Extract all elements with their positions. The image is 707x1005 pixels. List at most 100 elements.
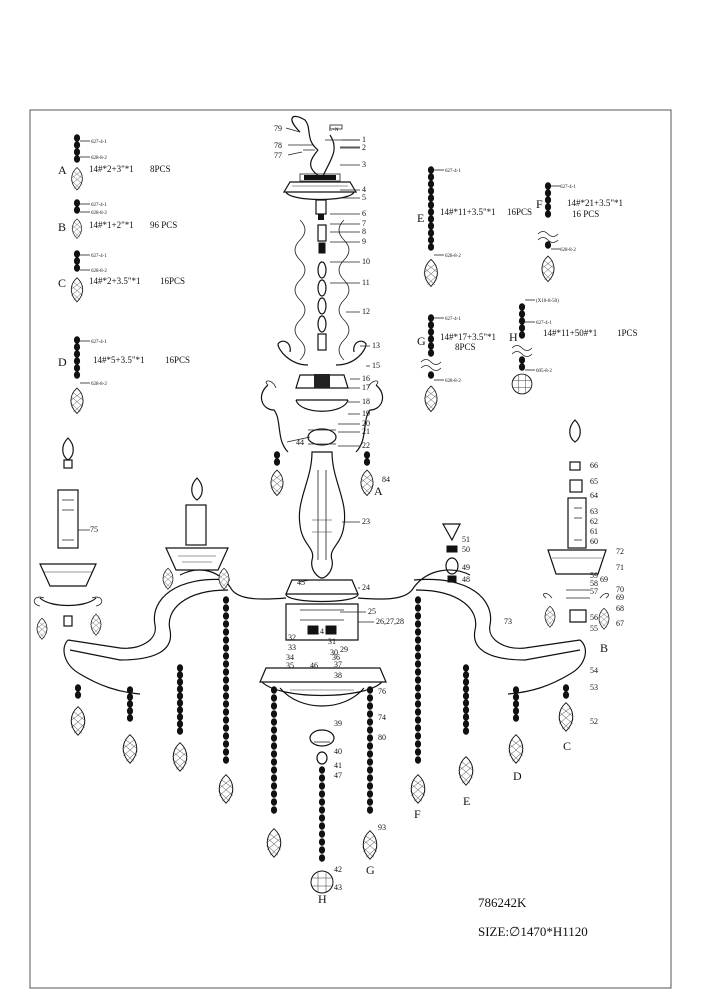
part-label-16: 16 xyxy=(362,374,370,383)
legend-c-qty: 16PCS xyxy=(160,276,185,286)
part-label-3: 3 xyxy=(362,160,366,169)
part-label-49: 49 xyxy=(462,563,470,572)
legend-g: 627-4-1 628-8-2 G 14#*17+3.5"*1 8PCS xyxy=(417,314,496,413)
legend-d-qty: 16PCS xyxy=(165,355,190,365)
part-label-18: 18 xyxy=(362,397,370,406)
part-label-80: 46 xyxy=(310,661,318,670)
legend-h: (X10-8-50) 627-4-1 605-8-2 H 14#*11+50#*… xyxy=(509,299,638,395)
part-label-64: 64 xyxy=(590,491,598,500)
legend-f: 627-4-1 628-8-2 F 14#*21+3.5"*1 16 PCS xyxy=(536,182,623,283)
part-label-10: 10 xyxy=(362,257,370,266)
part-label-1: 1 xyxy=(362,135,366,144)
part-label-46: 80 xyxy=(378,733,386,742)
part-label-54: 54 xyxy=(590,666,598,675)
part-label-33: 33 xyxy=(288,643,296,652)
part-label-35: 35 xyxy=(286,661,294,670)
drop-letter-g: G xyxy=(366,863,375,877)
part-label-22: 22 xyxy=(362,441,370,450)
legend-d-letter: D xyxy=(58,355,67,369)
legend-h-part-extra: (X10-8-50) xyxy=(536,299,559,304)
legend-c-spec: 14#*2+3.5"*1 xyxy=(89,276,141,286)
part-label-79: 79 xyxy=(274,124,282,133)
legend-f-spec: 14#*21+3.5"*1 xyxy=(567,198,623,208)
legend-b-part-bottom: 628-8-2 xyxy=(91,211,107,216)
part-label-36: 36 xyxy=(332,653,340,662)
right-candle-cups xyxy=(441,419,610,630)
part-label-62: 62 xyxy=(590,517,598,526)
part-label-40: 40 xyxy=(334,747,342,756)
drawing-border xyxy=(29,109,672,989)
part-label-69b: 69 xyxy=(600,575,608,584)
drop-letter-a: A xyxy=(374,484,383,498)
drop-letter-c: C xyxy=(563,739,571,753)
part-label-13: 13 xyxy=(372,341,380,350)
part-label-60: 60 xyxy=(590,537,598,546)
part-label-32: 32 xyxy=(288,633,296,642)
legend-h-part-top: 627-4-1 xyxy=(536,321,552,326)
left-candle-cups xyxy=(33,437,230,640)
drop-letters: A B C D E F G H xyxy=(318,484,608,906)
legend-a-spec: 14#*2+3"*1 xyxy=(89,164,134,174)
part-label-74: 45 xyxy=(297,578,305,587)
drop-letter-e: E xyxy=(463,794,470,808)
drop-letter-b: B xyxy=(600,641,608,655)
legend-c-letter: C xyxy=(58,276,66,290)
part-label-38: 38 xyxy=(334,671,342,680)
part-label-9: 9 xyxy=(362,237,366,246)
legend-e-spec: 14#*11+3.5"*1 xyxy=(440,207,496,217)
part-label-39: 39 xyxy=(334,719,342,728)
part-label-55: 55 xyxy=(590,624,598,633)
part-label-14: 14 xyxy=(316,627,324,636)
part-label-78: 78 xyxy=(274,141,282,150)
part-label-61: 61 xyxy=(590,527,598,536)
part-label-25: 25 xyxy=(368,607,376,616)
part-label-59: 59 xyxy=(590,571,598,580)
part-label-30: 30 xyxy=(330,648,338,657)
part-label-63: 63 xyxy=(590,507,598,516)
legend-f-part-bottom: 628-8-2 xyxy=(560,248,576,253)
legend-a-part-top: 627-4-1 xyxy=(91,140,107,145)
legend-c-part-bottom: 628-8-2 xyxy=(91,269,107,274)
legend-g-qty: 8PCS xyxy=(455,342,476,352)
upper-scroll-arms xyxy=(260,340,384,453)
part-label-15: 15 xyxy=(372,361,380,370)
part-label-77: 77 xyxy=(274,151,282,160)
part-label-72: 72 xyxy=(616,547,624,556)
part-label-84: 84 xyxy=(382,475,390,484)
legend-a-qty: 8PCS xyxy=(150,164,171,174)
part-label-37: 37 xyxy=(334,660,342,669)
legend-h-letter: H xyxy=(509,330,518,344)
legend-d: 627-4-1 628-8-2 D 14#*5+3.5"*1 16PCS xyxy=(58,336,190,415)
part-labels: 1 2 3 4 5 6 7 8 9 10 11 12 13 15 16 17 1… xyxy=(90,124,624,892)
part-label-93: 47 xyxy=(334,771,342,780)
legend-g-spec: 14#*17+3.5"*1 xyxy=(440,332,496,342)
legend-b-letter: B xyxy=(58,220,66,234)
part-label-56: 56 xyxy=(590,613,598,622)
legend-a-part-bottom: 628-8-2 xyxy=(91,156,107,161)
part-label-47: 93 xyxy=(378,823,386,832)
legend-e-part-bottom: 628-8-2 xyxy=(445,254,461,259)
legend-h-qty: 1PCS xyxy=(617,328,638,338)
part-label-50: 50 xyxy=(462,545,470,554)
drop-letter-d: D xyxy=(513,769,522,783)
part-label-31: 31 xyxy=(328,637,336,646)
legend-c: 627-4-1 628-8-2 C 14#*2+3.5"*1 16PCS xyxy=(58,250,185,303)
part-label-11: 11 xyxy=(362,278,370,287)
legend-b-part-top: 627-4-1 xyxy=(91,203,107,208)
legend-f-letter: F xyxy=(536,197,543,211)
legend-h-spec: 14#*11+50#*1 xyxy=(543,328,597,338)
legend-a: 627-4-1 628-8-2 A 14#*2+3"*1 8PCS xyxy=(58,134,171,191)
legend-g-part-top: 627-4-1 xyxy=(445,317,461,322)
part-label-51: 51 xyxy=(462,535,470,544)
part-label-53: 53 xyxy=(590,683,598,692)
part-label-57: 57 xyxy=(590,587,598,596)
part-label-42: 42 xyxy=(334,865,342,874)
part-label-41: 41 xyxy=(334,761,342,770)
legend-d-spec: 14#*5+3.5"*1 xyxy=(93,355,145,365)
part-label-68: 68 xyxy=(616,604,624,613)
part-label-12: 12 xyxy=(362,307,370,316)
arm-body xyxy=(63,569,587,695)
part-label-23: 23 xyxy=(362,517,370,526)
drop-letter-h: H xyxy=(318,892,327,906)
